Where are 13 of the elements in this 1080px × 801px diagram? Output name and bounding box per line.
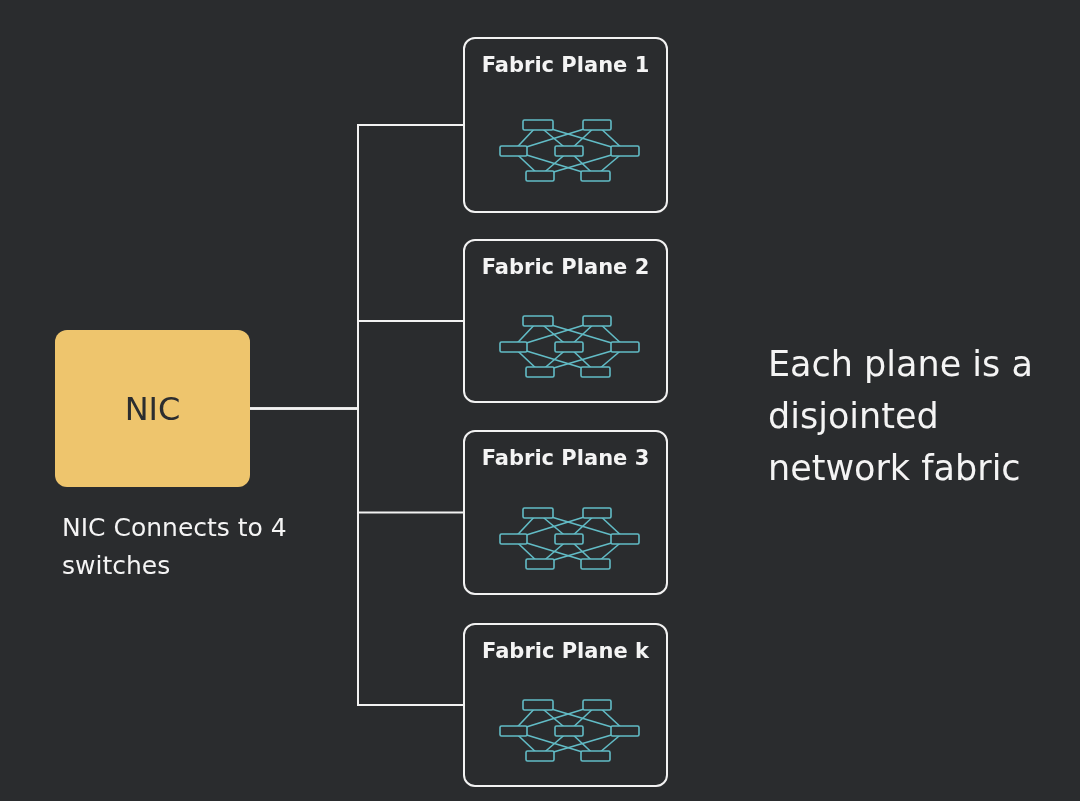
nic-box: [55, 330, 250, 487]
plane-title: Fabric Plane 3: [481, 446, 650, 470]
connector-line: [249, 407, 464, 706]
fabric-plane-box: [463, 623, 668, 787]
plane-title: Fabric Plane 2: [481, 255, 650, 279]
plane-title: Fabric Plane 1: [481, 53, 650, 77]
note-text: Each plane is a disjointed network fabric: [768, 343, 1034, 490]
fabric-plane-box: [463, 239, 668, 403]
fabric-plane-box: [463, 430, 668, 595]
plane-title: Fabric Plane k: [482, 639, 649, 663]
node-caption: NIC Connects to 4 switches: [62, 512, 288, 582]
fabric-plane-box: [463, 37, 668, 213]
node-label: NIC: [124, 389, 181, 428]
